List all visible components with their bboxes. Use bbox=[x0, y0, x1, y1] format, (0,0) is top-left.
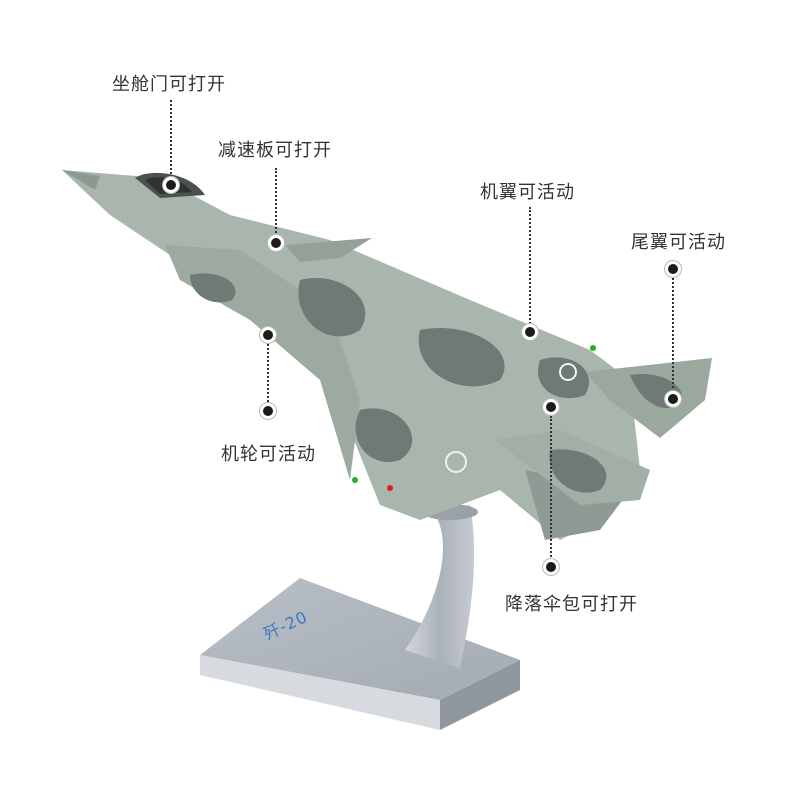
leader-line bbox=[275, 168, 277, 240]
leader-line bbox=[672, 278, 674, 396]
callout-dot bbox=[263, 406, 273, 416]
leader-line bbox=[550, 416, 552, 564]
callout-wheels: 机轮可活动 bbox=[221, 444, 316, 465]
leader-line bbox=[170, 100, 172, 182]
callout-canopy: 坐舱门可打开 bbox=[112, 74, 226, 95]
callout-parachute: 降落伞包可打开 bbox=[505, 594, 638, 615]
callout-dot bbox=[263, 330, 273, 340]
callout-dot bbox=[546, 562, 556, 572]
callout-dot bbox=[271, 238, 281, 248]
aircraft-model bbox=[62, 170, 712, 540]
leader-line bbox=[267, 344, 269, 406]
callout-dot bbox=[166, 180, 176, 190]
callout-wings: 机翼可活动 bbox=[480, 182, 575, 203]
callout-dot bbox=[525, 327, 535, 337]
callout-dot bbox=[668, 394, 678, 404]
callout-dot bbox=[668, 264, 678, 274]
leader-line bbox=[529, 207, 531, 327]
callout-dot bbox=[546, 402, 556, 412]
callout-tail: 尾翼可活动 bbox=[631, 232, 726, 253]
callout-speedbrake: 减速板可打开 bbox=[218, 140, 332, 161]
display-base bbox=[200, 578, 520, 730]
